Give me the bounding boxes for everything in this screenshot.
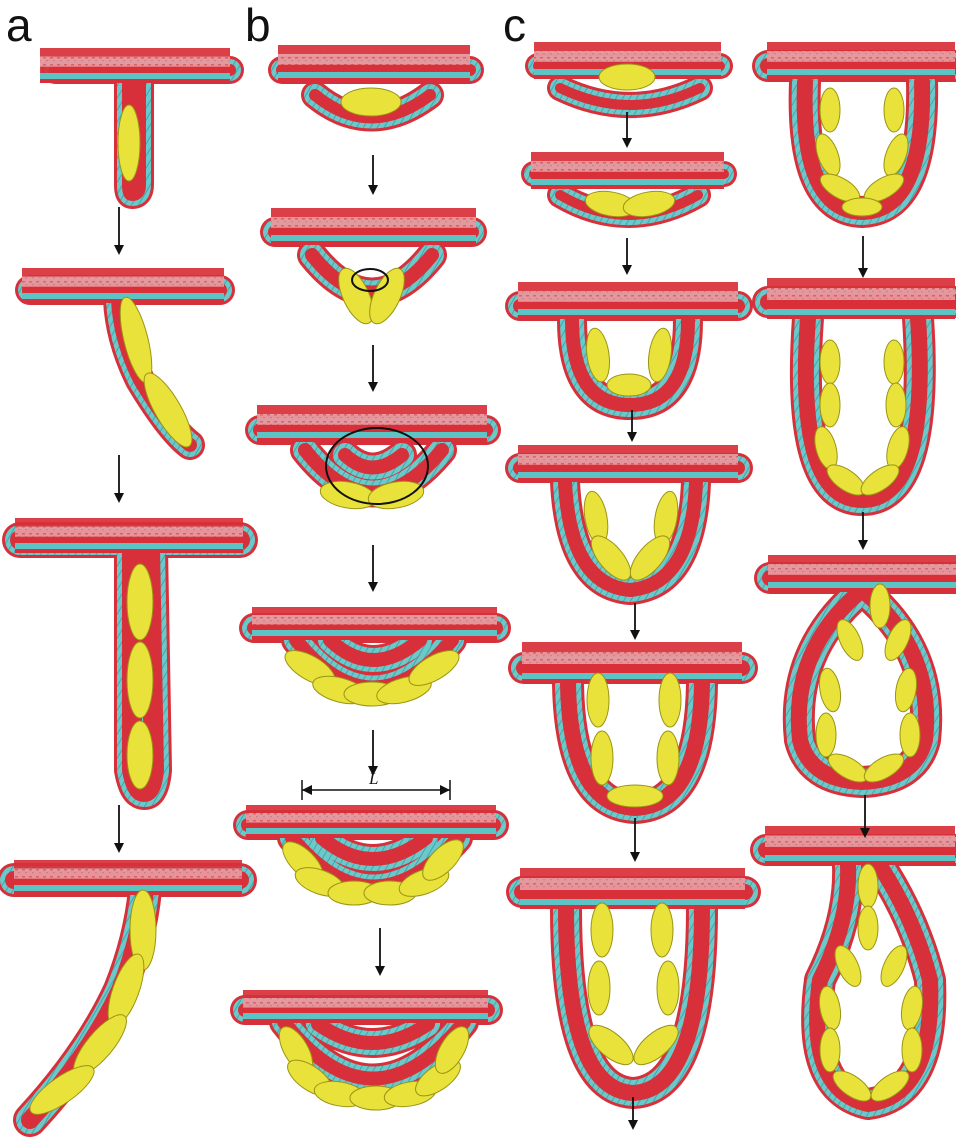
- arrow-c5: [630, 818, 640, 862]
- nanoparticle-c7-7: [842, 198, 882, 216]
- nanoparticle-c10-8: [902, 1028, 922, 1072]
- arrow-a3: [114, 805, 124, 853]
- arrow-b2: [368, 345, 378, 392]
- nanoparticle-c5-4: [657, 731, 679, 785]
- nanoparticle-c6-3: [588, 961, 610, 1015]
- membrane-c9: [768, 555, 956, 782]
- nanoparticle-c3-3: [607, 374, 651, 396]
- nanoparticle-a3-2: [127, 642, 153, 718]
- arrow-b1: [368, 155, 378, 195]
- membrane-c7: [767, 42, 955, 212]
- dimension-arrow-left: [302, 785, 312, 795]
- membrane-b4: [252, 607, 497, 688]
- nanoparticle-c9-1: [870, 584, 890, 628]
- nanoparticle-c10-2: [858, 906, 878, 950]
- nanoparticle-c9-6: [816, 713, 836, 757]
- nanoparticle-c7-2: [884, 88, 904, 132]
- nanoparticle-c6-2: [651, 903, 673, 957]
- nanoparticle-c10-7: [820, 1028, 840, 1072]
- arrow-c4: [630, 603, 640, 640]
- nanoparticle-c5-1: [587, 673, 609, 727]
- arrow-c7: [858, 236, 868, 278]
- nanoparticle-c8-4: [886, 383, 906, 427]
- nanoparticle-c5-3: [591, 731, 613, 785]
- nanoparticle-c6-1: [591, 903, 613, 957]
- membrane-c10: [765, 826, 955, 1104]
- nanoparticle-c8-2: [884, 340, 904, 384]
- arrow-b4: [368, 730, 378, 776]
- arrow-a1: [114, 207, 124, 255]
- nanoparticle-c8-1: [820, 340, 840, 384]
- arrow-b3: [368, 545, 378, 592]
- membrane-b2: [271, 208, 476, 293]
- membrane-b3: [257, 405, 487, 493]
- nanoparticle-a3-3: [127, 721, 153, 789]
- nanoparticle-a1: [118, 105, 140, 181]
- nanoparticle-c10-1: [858, 864, 878, 908]
- nanoparticle-a3-1: [127, 564, 153, 640]
- nanoparticle-c1: [599, 64, 655, 90]
- nanoparticle-c5-5: [607, 785, 663, 807]
- nanoparticle-c5-2: [659, 673, 681, 727]
- nanoparticle-c8-3: [820, 383, 840, 427]
- membrane-c5: [522, 642, 742, 808]
- nanoparticle-c7-1: [820, 88, 840, 132]
- membrane-c8: [767, 278, 955, 500]
- membrane-a2: [22, 268, 224, 445]
- arrow-c2: [622, 238, 632, 275]
- nanoparticle-b1: [341, 88, 401, 116]
- nanoparticle-c6-4: [657, 961, 679, 1015]
- arrow-c8: [858, 512, 868, 550]
- nanoparticle-c9-7: [900, 713, 920, 757]
- arrow-b5: [375, 928, 385, 976]
- arrow-a2: [114, 455, 124, 503]
- membrane-layer: [14, 42, 956, 1120]
- dimension-arrow-right: [440, 785, 450, 795]
